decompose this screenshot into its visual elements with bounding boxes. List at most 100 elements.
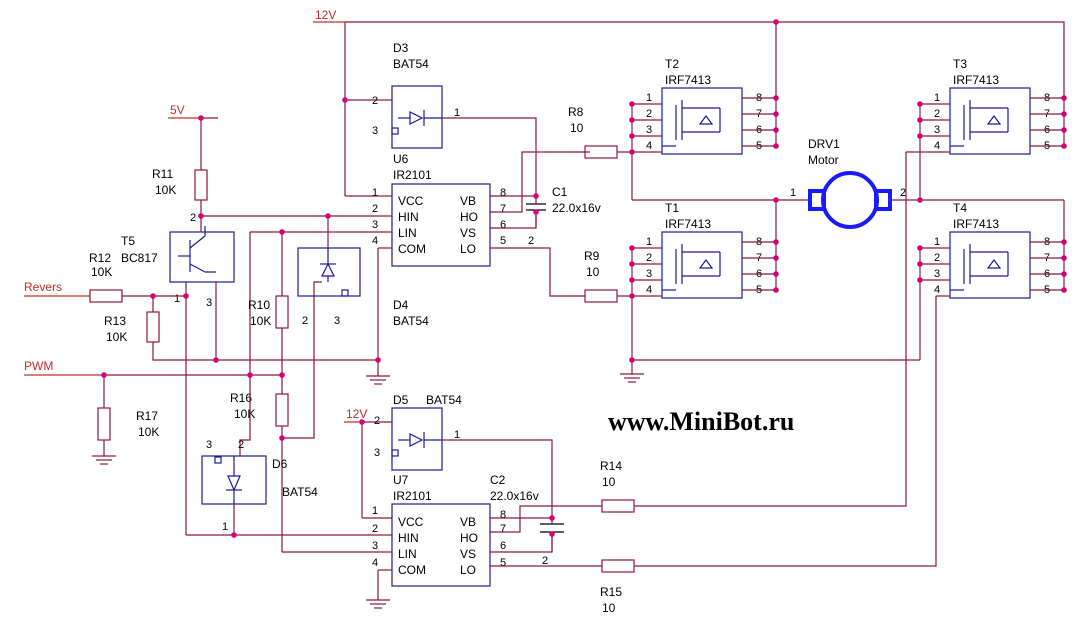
- t2-p4: 4: [646, 140, 652, 152]
- t5-ref: T5: [121, 234, 135, 248]
- r11-ref: R11: [152, 167, 173, 181]
- transistor-t5: [169, 226, 235, 283]
- d6-pin2: 2: [238, 439, 244, 451]
- t4-p2: 2: [934, 252, 940, 264]
- motor-drv1: [808, 171, 892, 229]
- r16-value: 10K: [234, 407, 255, 421]
- r12-ref: R12: [89, 251, 111, 265]
- u7-n5: 5: [500, 557, 506, 569]
- c1-pin2: 2: [528, 235, 534, 247]
- u6-ref: U6: [393, 152, 409, 166]
- resistor-r14: [601, 499, 635, 513]
- r10-value: 10K: [250, 314, 271, 328]
- r13-ref: R13: [104, 314, 126, 328]
- ground-mid: [620, 360, 644, 383]
- motor-pin2: 2: [900, 187, 906, 199]
- rail-5v: [168, 117, 378, 217]
- resistor-r9: [584, 289, 618, 303]
- u7-vs: VS: [460, 547, 476, 561]
- r14-ref: R14: [600, 459, 622, 473]
- d4-ref: D4: [393, 298, 409, 312]
- t5-pin3: 3: [206, 297, 212, 309]
- mosfet-t1: [661, 231, 743, 299]
- r13-value: 10K: [106, 330, 127, 344]
- d3-pin3: 3: [372, 125, 378, 137]
- r15-value: 10: [602, 601, 616, 615]
- u6-hin: HIN: [398, 210, 419, 224]
- r8-value: 10: [570, 121, 584, 135]
- u6-n5: 5: [500, 235, 506, 247]
- d6-ref: D6: [272, 457, 288, 471]
- u7-n2: 2: [372, 523, 378, 535]
- u7-value: IR2101: [393, 489, 432, 503]
- resistor-r15: [601, 559, 635, 573]
- d3-pin2: 2: [372, 95, 378, 107]
- motor-ref: DRV1: [808, 137, 840, 151]
- u7-hin: HIN: [398, 531, 419, 545]
- t5-pin2: 2: [190, 212, 196, 224]
- r14-value: 10: [602, 475, 616, 489]
- r17-value: 10K: [138, 425, 159, 439]
- diode-d6: [201, 455, 267, 505]
- mosfet-t2: [661, 87, 743, 155]
- d6-value: BAT54: [282, 485, 318, 499]
- watermark-text: www.MiniBot.ru: [608, 407, 794, 436]
- d5-pin3: 3: [374, 447, 380, 459]
- r12-value: 10K: [91, 265, 112, 279]
- u6-value: IR2101: [393, 168, 432, 182]
- d3-value: BAT54: [393, 57, 429, 71]
- d5-value: BAT54: [426, 393, 462, 407]
- motor-pin1: 1: [790, 187, 796, 199]
- t3-value: IRF7413: [953, 73, 999, 87]
- c1-ref: C1: [552, 185, 568, 199]
- u7-ref: U7: [393, 473, 409, 487]
- c2-pin2: 2: [542, 555, 548, 567]
- ground-upper: [366, 360, 390, 385]
- u6-n3: 3: [372, 219, 378, 231]
- u6-n4: 4: [372, 235, 378, 247]
- u7-vcc: VCC: [398, 515, 424, 529]
- u6-lo: LO: [460, 242, 476, 256]
- r10-r16-column: [249, 231, 378, 552]
- u6-vb: VB: [460, 194, 476, 208]
- d4-value: BAT54: [393, 314, 429, 328]
- r9-value: 10: [586, 265, 600, 279]
- u7-n1: 1: [372, 505, 378, 517]
- d4-pin3: 3: [334, 315, 340, 327]
- t2-ref: T2: [665, 57, 679, 71]
- u7-vb: VB: [460, 515, 476, 529]
- u7-n4: 4: [372, 557, 378, 569]
- net-5v: 5V: [170, 103, 185, 117]
- r10-ref: R10: [248, 298, 270, 312]
- t5-pin1: 1: [174, 293, 180, 305]
- u7-n8: 8: [500, 509, 506, 521]
- u6-n8: 8: [500, 187, 506, 199]
- mosfet-t4: [949, 231, 1031, 299]
- t1-p4: 4: [646, 284, 652, 296]
- junction-dots: [101, 19, 1067, 538]
- t2-p3: 3: [646, 124, 652, 136]
- net-12v-top: 12V: [315, 8, 336, 22]
- u6-com: COM: [398, 242, 426, 256]
- c2-ref: C2: [490, 473, 506, 487]
- d5-pin2: 2: [374, 415, 380, 427]
- diode-d4: [297, 247, 361, 297]
- d6-pin3: 3: [206, 439, 212, 451]
- driver-u6: [391, 183, 491, 267]
- t5-value: BC817: [121, 251, 158, 265]
- r15-ref: R15: [600, 585, 622, 599]
- r9-ref: R9: [584, 249, 600, 263]
- u6-lin: LIN: [398, 226, 417, 240]
- d4-pin2: 2: [302, 315, 308, 327]
- u7-lo: LO: [460, 563, 476, 577]
- t2-p1: 1: [646, 92, 652, 104]
- mosfet-t3: [949, 87, 1031, 155]
- u6-n7: 7: [500, 203, 506, 215]
- t3-p1: 1: [934, 92, 940, 104]
- u6-n2: 2: [372, 203, 378, 215]
- t3-ref: T3: [953, 57, 967, 71]
- r17-ref: R17: [136, 409, 158, 423]
- u6-n1: 1: [372, 187, 378, 199]
- u7-lin: LIN: [398, 547, 417, 561]
- d6-pin1: 1: [222, 521, 228, 533]
